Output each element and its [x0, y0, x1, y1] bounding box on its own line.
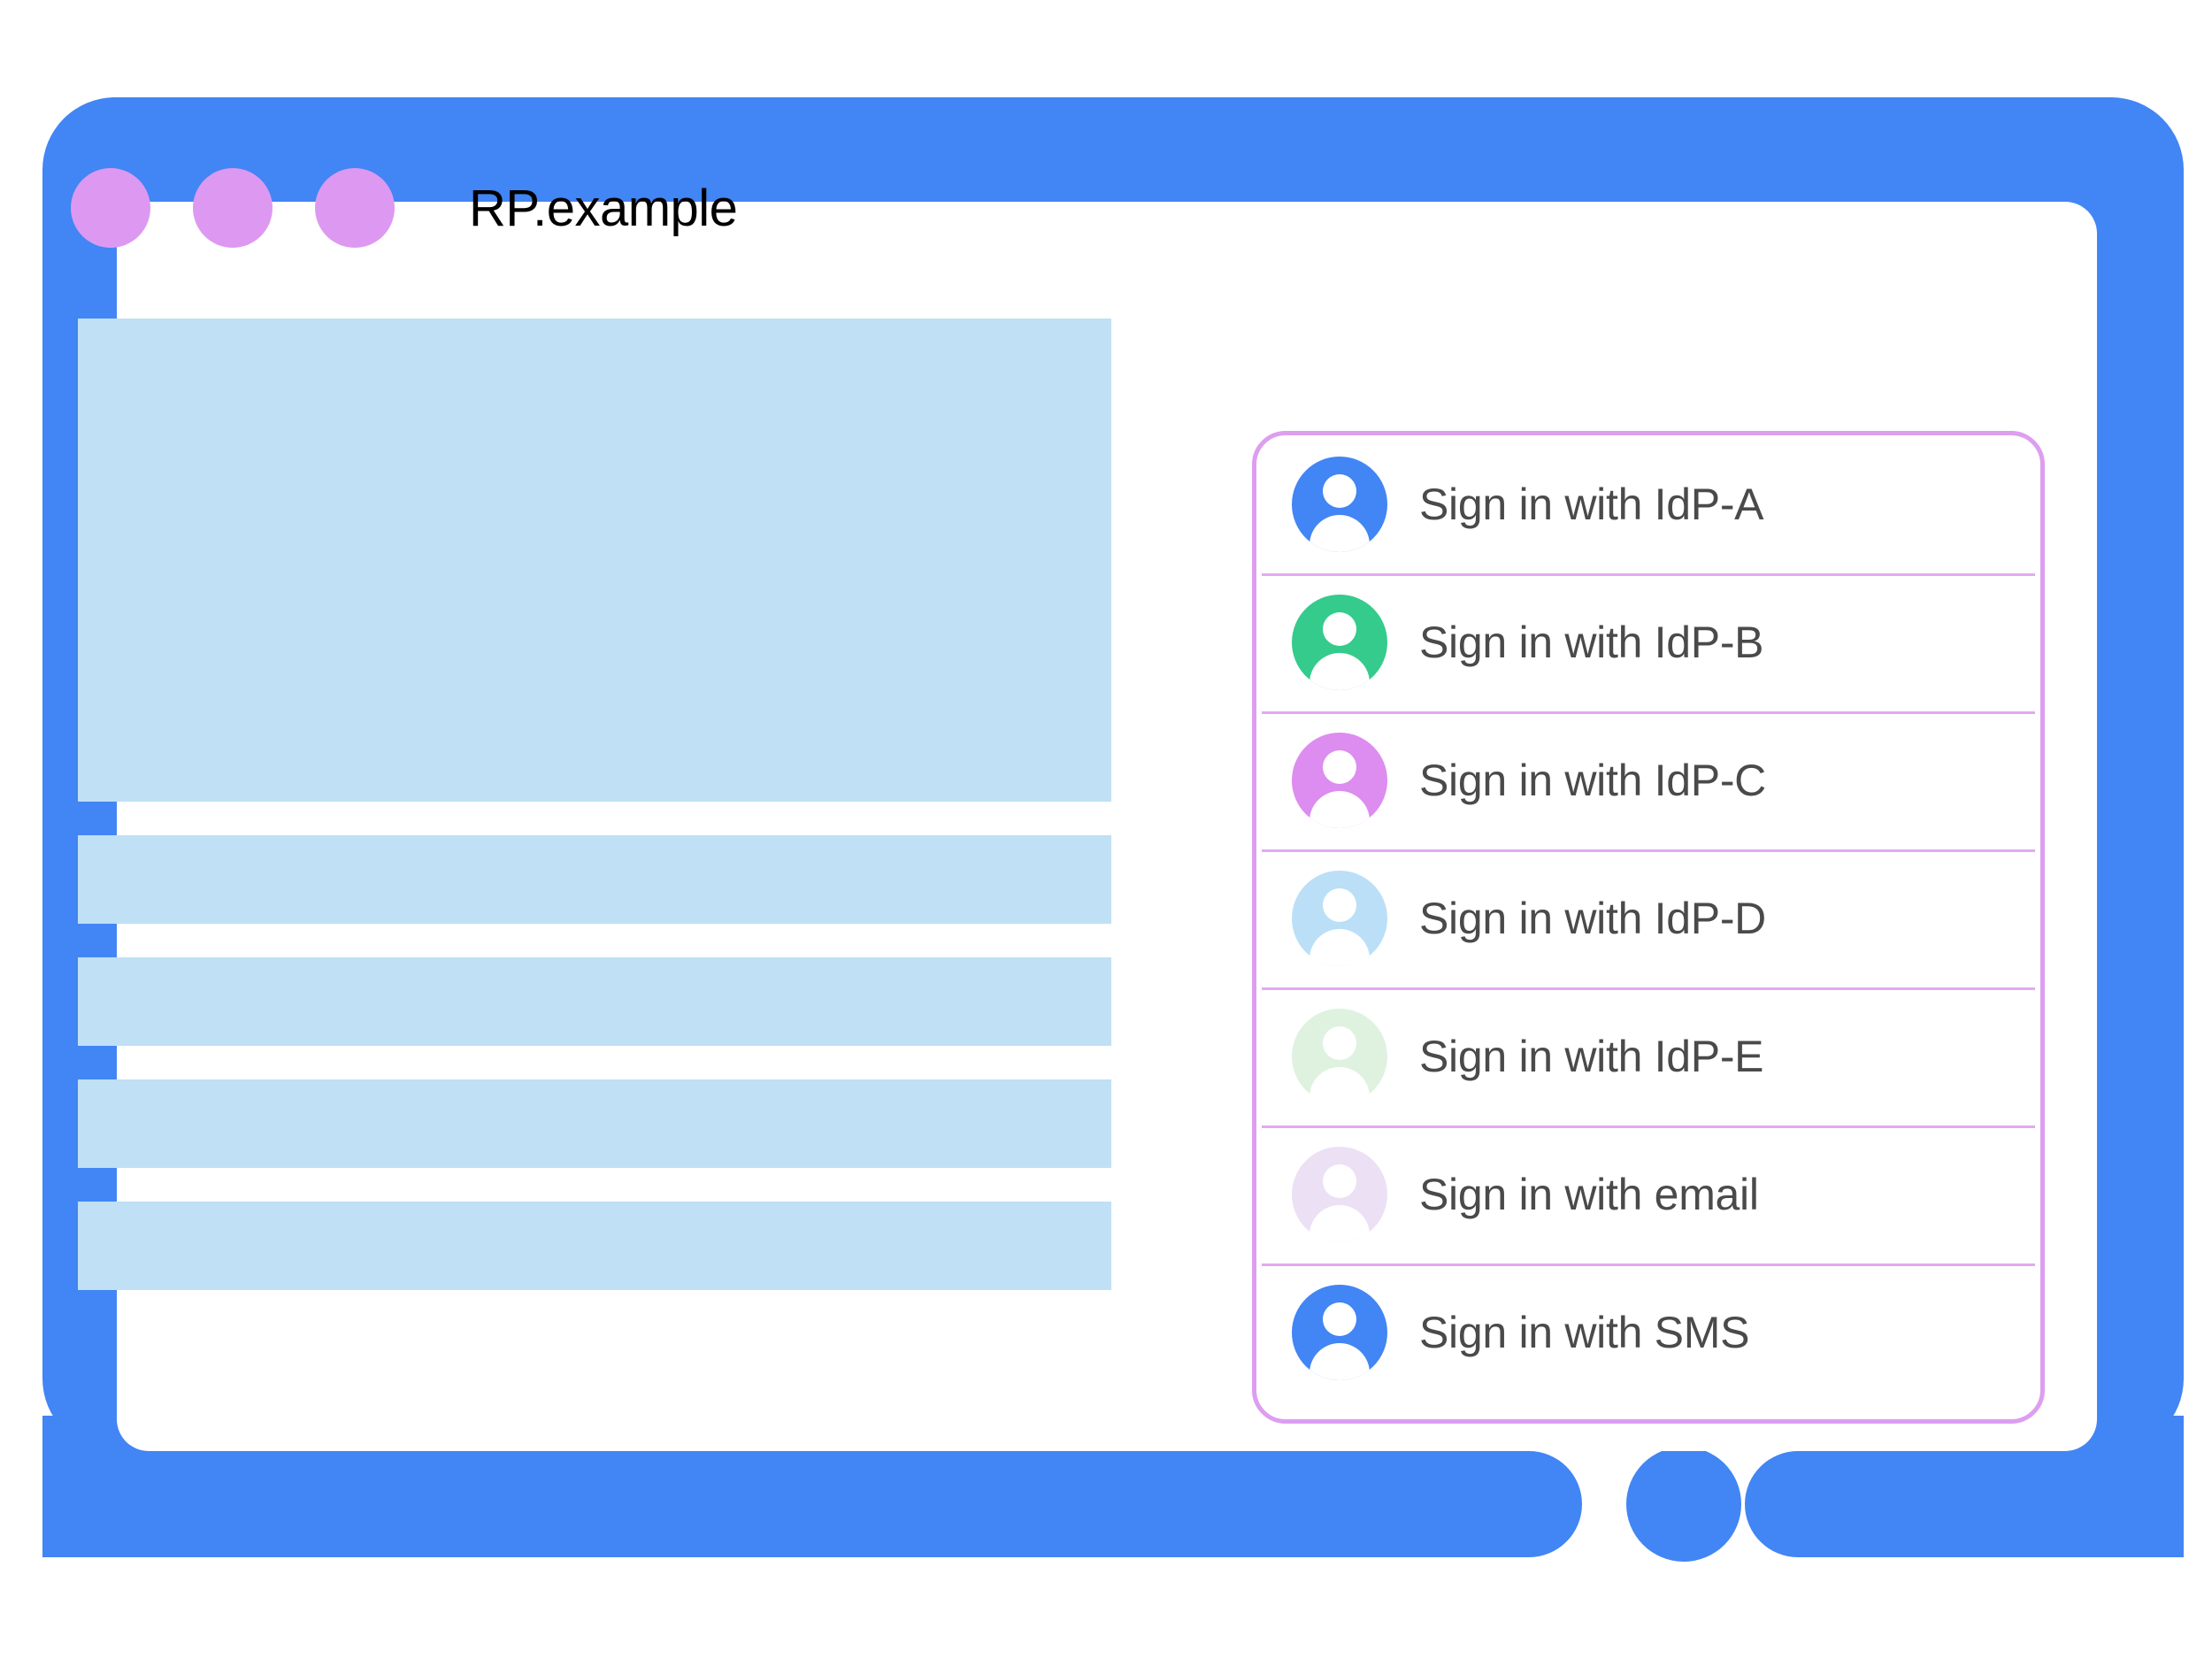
- account-avatar-icon: [1292, 457, 1387, 552]
- signin-option-5[interactable]: Sign in with IdP-E: [1256, 987, 2040, 1125]
- signin-account-chooser[interactable]: Sign in with IdP-A Sign in with IdP-B Sign…: [1252, 431, 2045, 1424]
- text-row-placeholder-2: [78, 957, 1111, 1046]
- avatar-head: [1323, 750, 1356, 784]
- signin-option-7[interactable]: Sign in with SMS: [1256, 1263, 2040, 1402]
- signin-option-label: Sign in with IdP-D: [1419, 894, 1766, 943]
- avatar-head: [1323, 1302, 1356, 1336]
- signin-option-label: Sign in with IdP-C: [1419, 756, 1766, 805]
- avatar-body: [1310, 515, 1370, 552]
- window-dot-2[interactable]: [193, 168, 273, 248]
- text-row-placeholder-3: [78, 1079, 1111, 1168]
- window-dot-3[interactable]: [315, 168, 395, 248]
- account-avatar-icon: [1292, 595, 1387, 690]
- account-avatar-icon: [1292, 1285, 1387, 1380]
- text-row-placeholder-4: [78, 1202, 1111, 1290]
- avatar-body: [1310, 1343, 1370, 1380]
- avatar-head: [1323, 1164, 1356, 1198]
- signin-option-label: Sign in with IdP-B: [1419, 618, 1764, 667]
- device-bottom-bar-left: [42, 1416, 1582, 1557]
- home-button[interactable]: [1626, 1447, 1741, 1562]
- page-title: RP.example: [469, 179, 738, 237]
- account-avatar-icon: [1292, 733, 1387, 828]
- signin-option-3[interactable]: Sign in with IdP-C: [1256, 711, 2040, 849]
- account-avatar-icon: [1292, 1147, 1387, 1242]
- hero-placeholder: [78, 319, 1111, 802]
- signin-option-4[interactable]: Sign in with IdP-D: [1256, 849, 2040, 987]
- avatar-body: [1310, 1205, 1370, 1242]
- signin-option-label: Sign in with email: [1419, 1170, 1759, 1219]
- window-chrome: RP.example: [71, 168, 738, 248]
- signin-option-2[interactable]: Sign in with IdP-B: [1256, 573, 2040, 711]
- account-avatar-icon: [1292, 1009, 1387, 1104]
- signin-option-label: Sign in with IdP-E: [1419, 1032, 1764, 1081]
- signin-option-6[interactable]: Sign in with email: [1256, 1125, 2040, 1263]
- avatar-body: [1310, 791, 1370, 828]
- avatar-head: [1323, 1026, 1356, 1060]
- avatar-head: [1323, 474, 1356, 508]
- avatar-body: [1310, 653, 1370, 690]
- avatar-head: [1323, 888, 1356, 922]
- avatar-body: [1310, 1067, 1370, 1104]
- avatar-body: [1310, 929, 1370, 966]
- text-row-placeholder-1: [78, 835, 1111, 924]
- signin-option-label: Sign in with IdP-A: [1419, 480, 1764, 529]
- window-dot-1[interactable]: [71, 168, 150, 248]
- avatar-head: [1323, 612, 1356, 646]
- signin-option-label: Sign in with SMS: [1419, 1308, 1750, 1357]
- account-avatar-icon: [1292, 871, 1387, 966]
- content-skeleton: [78, 319, 1111, 1324]
- signin-option-1[interactable]: Sign in with IdP-A: [1256, 435, 2040, 573]
